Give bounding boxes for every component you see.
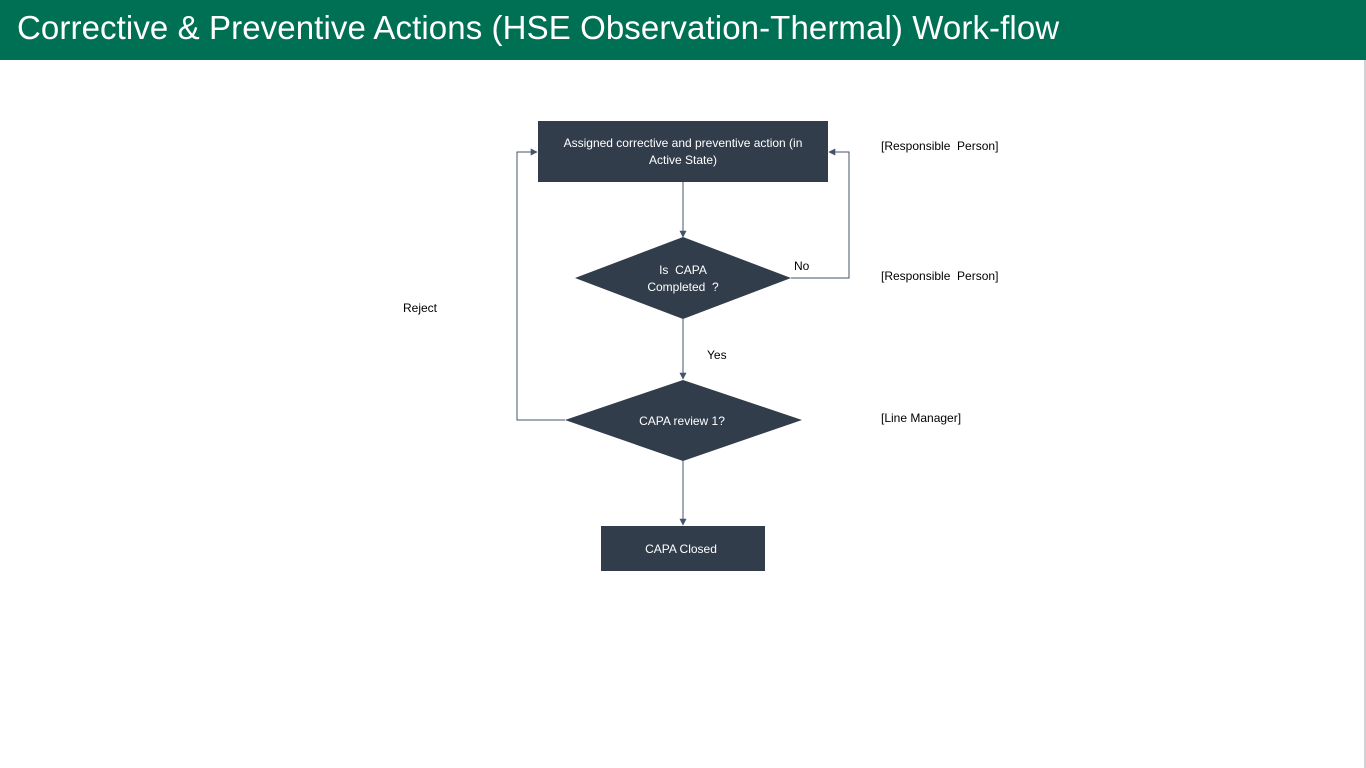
title-bar: Corrective & Preventive Actions (HSE Obs… xyxy=(0,0,1366,60)
node-review-text: CAPA review 1? xyxy=(639,414,725,428)
node-capa-review: CAPA review 1? xyxy=(565,380,802,461)
node-assigned-line1: Assigned corrective and preventive actio… xyxy=(564,136,803,150)
page-title: Corrective & Preventive Actions (HSE Obs… xyxy=(17,9,1060,46)
node-assigned-action: Assigned corrective and preventive actio… xyxy=(538,121,828,182)
connectors xyxy=(516,148,850,526)
node-is-capa-completed: Is CAPA Completed ? xyxy=(575,237,791,319)
role-label-review: [Line Manager] xyxy=(881,411,961,425)
node-capa-closed: CAPA Closed xyxy=(601,526,765,571)
role-label-assigned: [Responsible Person] xyxy=(881,139,998,153)
connector-no-loop xyxy=(791,148,850,279)
edge-label-reject: Reject xyxy=(403,301,438,315)
edge-label-yes: Yes xyxy=(707,348,727,362)
connector-reject-loop xyxy=(516,148,565,421)
edge-label-no: No xyxy=(794,259,810,273)
role-label-completed: [Responsible Person] xyxy=(881,269,998,283)
node-completed-line2: Completed ? xyxy=(647,280,719,294)
node-closed-text: CAPA Closed xyxy=(645,542,717,556)
node-completed-line1: Is CAPA xyxy=(659,263,707,277)
right-border xyxy=(1364,60,1366,768)
node-assigned-line2: Active State) xyxy=(649,153,717,167)
